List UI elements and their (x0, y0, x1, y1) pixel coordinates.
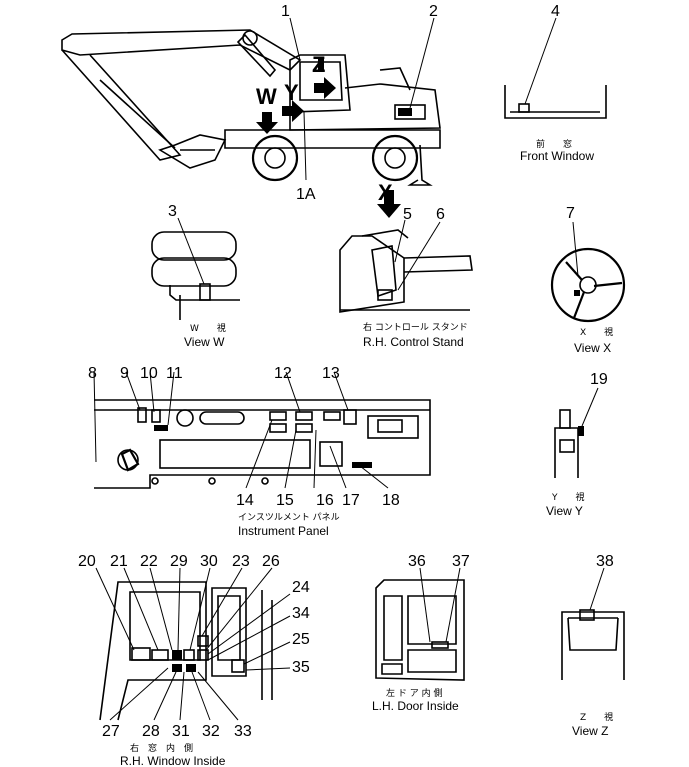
label-13: 13 (322, 365, 340, 382)
label-17: 17 (342, 492, 360, 509)
label-5: 5 (403, 206, 412, 223)
caption-view-z-jp: Z 視 (580, 711, 613, 723)
label-1a: 1A (296, 186, 316, 203)
label-24: 24 (292, 579, 310, 596)
label-7: 7 (566, 205, 575, 222)
label-16: 16 (316, 492, 334, 509)
rh-window-inside-view (95, 567, 291, 721)
label-25: 25 (292, 631, 310, 648)
label-27: 27 (102, 723, 120, 740)
label-9: 9 (120, 365, 129, 382)
caption-view-x-jp: X 視 (580, 326, 613, 338)
view-x-steering (550, 221, 626, 323)
caption-view-z: View Z (572, 724, 608, 738)
label-14: 14 (236, 492, 254, 509)
view-y (554, 387, 599, 478)
caption-view-w-jp: W 視 (190, 322, 226, 334)
label-37: 37 (452, 553, 470, 570)
caption-view-w: View W (184, 335, 225, 349)
label-4: 4 (551, 3, 560, 20)
label-36: 36 (408, 553, 426, 570)
label-12: 12 (274, 365, 292, 382)
label-20: 20 (78, 553, 96, 570)
caption-lh-door-jp: 左 ド ア 内 側 (386, 687, 442, 699)
caption-lh-door: L.H. Door Inside (372, 699, 459, 713)
label-30: 30 (200, 553, 218, 570)
caption-instrument-panel-jp: インスツルメント パネル (238, 512, 340, 523)
view-letter-w: W (256, 84, 277, 109)
label-8: 8 (88, 365, 97, 382)
label-28: 28 (142, 723, 160, 740)
caption-view-x: View X (574, 341, 611, 355)
label-18: 18 (382, 492, 400, 509)
label-23: 23 (232, 553, 250, 570)
label-15: 15 (276, 492, 294, 509)
lh-door-inside-view (375, 567, 465, 681)
label-31: 31 (172, 723, 190, 740)
caption-view-y-jp: Y 視 (551, 491, 585, 503)
label-11: 11 (166, 365, 183, 382)
label-38: 38 (596, 553, 614, 570)
caption-view-y: View Y (546, 504, 583, 518)
caption-front-window: Front Window (520, 149, 594, 163)
label-33: 33 (234, 723, 252, 740)
view-letter-y: Y (284, 80, 299, 105)
label-21: 21 (110, 553, 128, 570)
label-29: 29 (170, 553, 188, 570)
view-letter-x: X (378, 180, 393, 205)
label-26: 26 (262, 553, 280, 570)
caption-rh-window-jp: 右 窓 内 側 (130, 742, 193, 754)
excavator-side-view (61, 17, 441, 186)
label-1: 1 (281, 3, 290, 20)
label-32: 32 (202, 723, 220, 740)
caption-rh-window: R.H. Window Inside (120, 754, 226, 767)
label-34: 34 (292, 605, 310, 622)
instrument-panel-view (93, 371, 431, 489)
view-z (561, 567, 625, 680)
caption-front-window-jp: 前 窓 (536, 138, 572, 150)
caption-control-stand: R.H. Control Stand (363, 335, 464, 349)
caption-control-stand-jp: 右 コントロール スタンド (363, 321, 468, 333)
front-window-view (504, 17, 607, 119)
label-35: 35 (292, 659, 310, 676)
label-10: 10 (140, 365, 158, 382)
label-22: 22 (140, 553, 158, 570)
label-3: 3 (168, 203, 177, 220)
control-stand-view (339, 190, 473, 313)
label-6: 6 (436, 206, 445, 223)
caption-instrument-panel: Instrument Panel (238, 524, 329, 538)
view-letter-z: Z (312, 52, 325, 77)
label-19: 19 (590, 371, 608, 388)
label-2: 2 (429, 3, 438, 20)
view-w (151, 217, 240, 320)
